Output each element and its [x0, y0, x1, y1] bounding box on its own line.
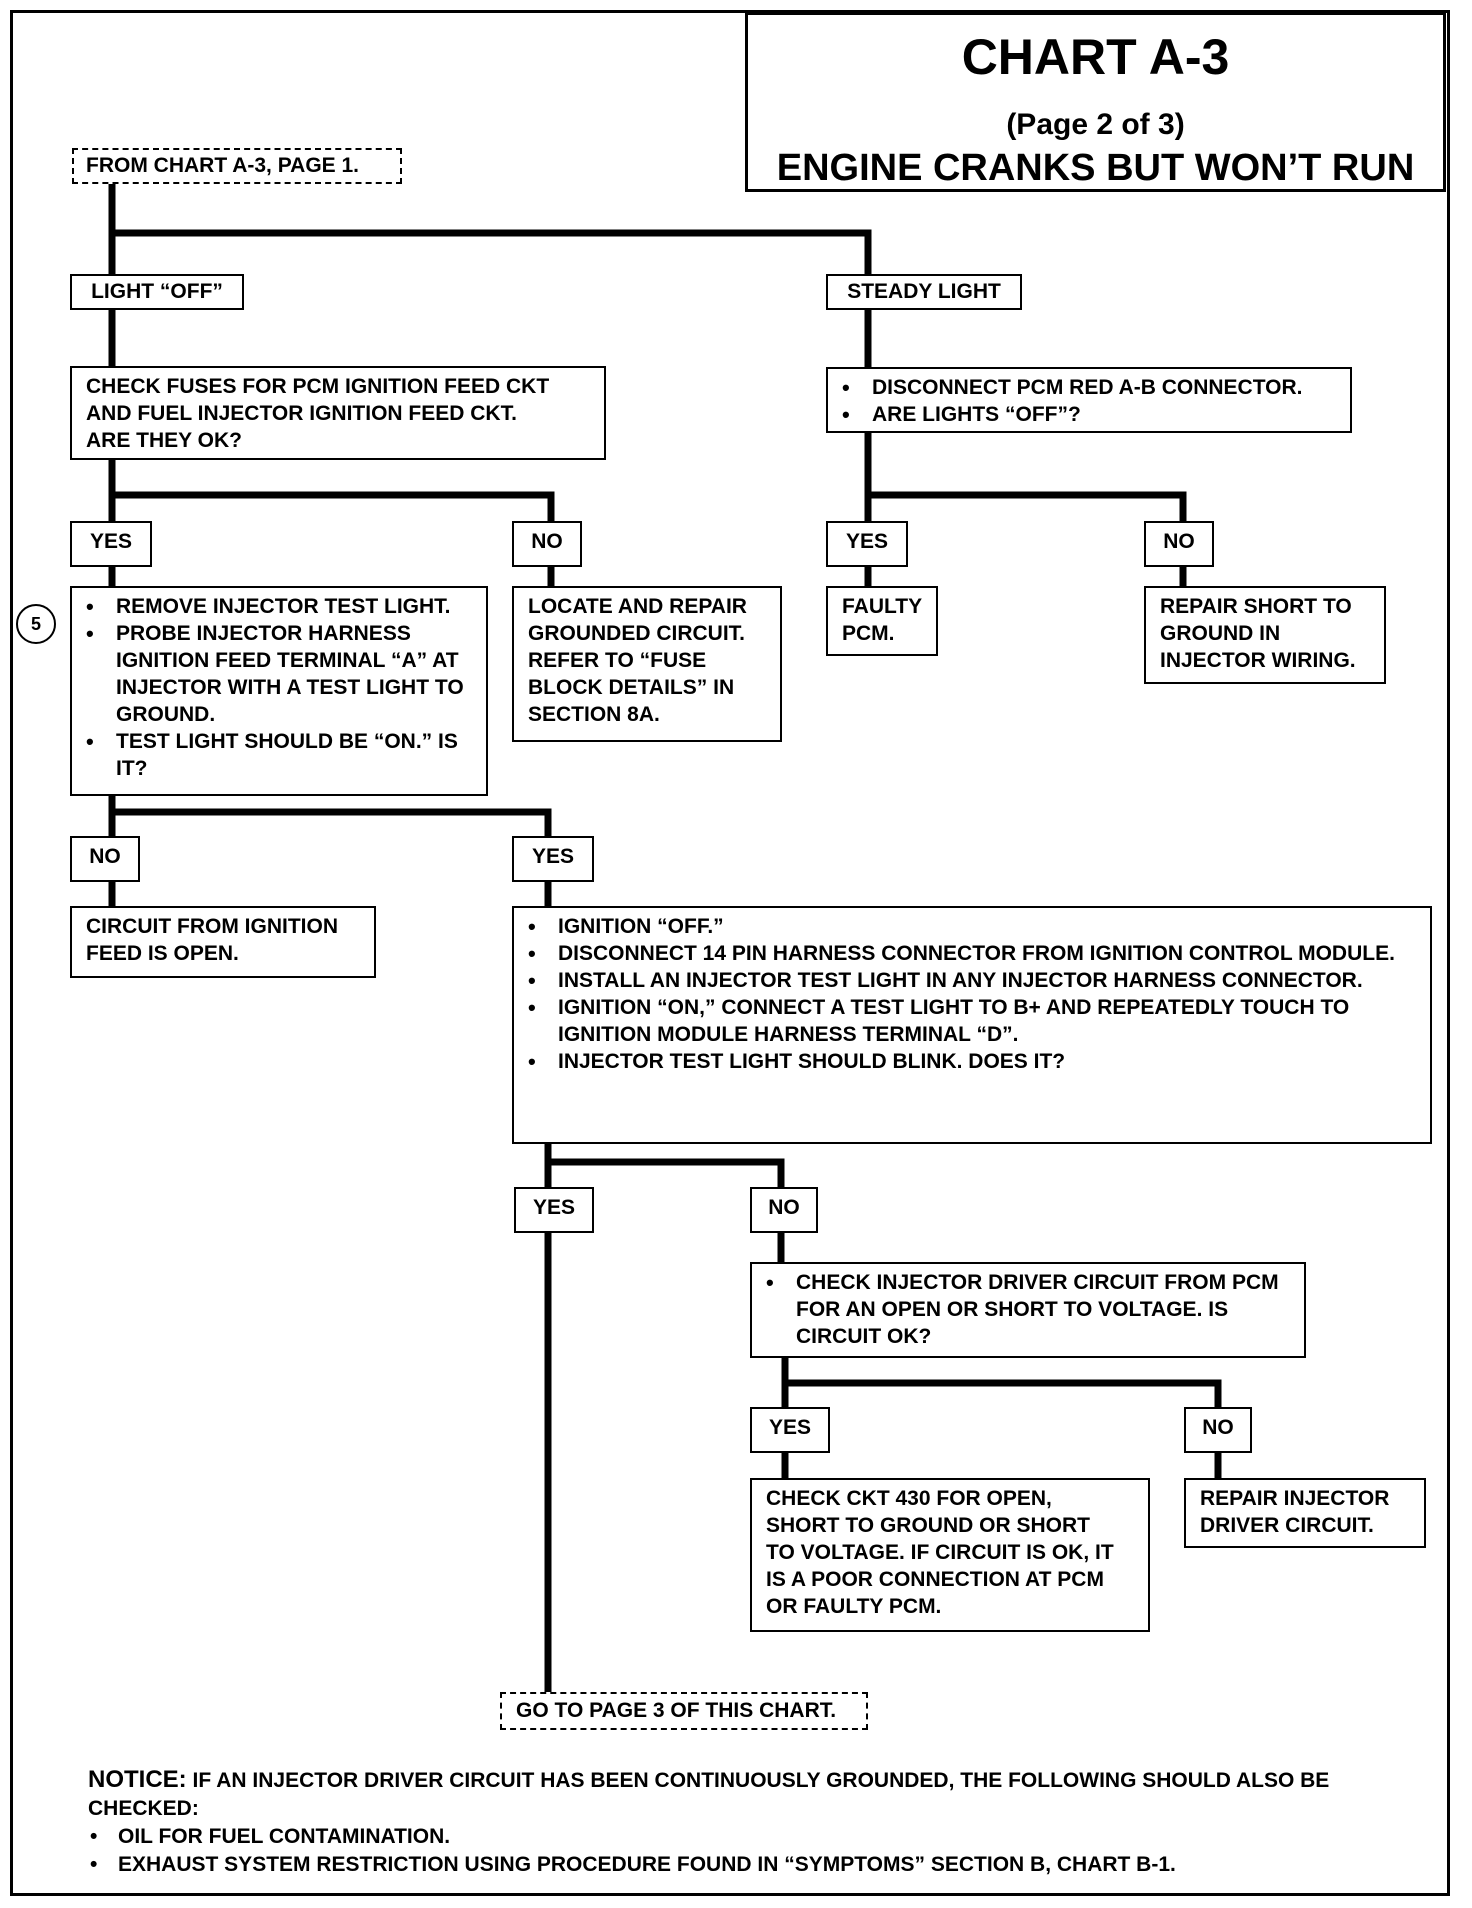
- step-line: FEED IS OPEN.: [86, 942, 239, 965]
- step-disconnect-pcm: DISCONNECT PCM RED A-B CONNECTOR. ARE LI…: [826, 367, 1352, 433]
- step-line: FAULTY: [842, 595, 923, 618]
- step-bullet: INSTALL AN INJECTOR TEST LIGHT IN ANY IN…: [528, 967, 1416, 994]
- branch-light-off: LIGHT “OFF”: [70, 274, 244, 310]
- branch-no: NO: [70, 836, 140, 882]
- step-bullet: INJECTOR TEST LIGHT SHOULD BLINK. DOES I…: [528, 1048, 1416, 1075]
- step-line: CHECK FUSES FOR PCM IGNITION FEED CKT: [86, 375, 550, 398]
- step-line: INJECTOR WIRING.: [1160, 649, 1356, 672]
- notice-text: NOTICE: IF AN INJECTOR DRIVER CIRCUIT HA…: [88, 1766, 1408, 1823]
- notice-label: NOTICE:: [88, 1766, 187, 1793]
- chart-page-indicator: (Page 2 of 3): [1006, 108, 1185, 141]
- step-bullet: IGNITION “OFF.”: [528, 913, 1416, 940]
- branch-no: NO: [512, 521, 582, 567]
- result-circuit-open: CIRCUIT FROM IGNITION FEED IS OPEN.: [70, 906, 376, 978]
- branch-steady-light: STEADY LIGHT: [826, 274, 1022, 310]
- branch-yes: YES: [826, 521, 908, 567]
- result-repair-short: REPAIR SHORT TO GROUND IN INJECTOR WIRIN…: [1144, 586, 1386, 684]
- step-bullet: DISCONNECT PCM RED A-B CONNECTOR.: [842, 374, 1336, 401]
- step-line: CHECK CKT 430 FOR OPEN,: [766, 1487, 1052, 1510]
- branch-no: NO: [1184, 1407, 1252, 1453]
- start-reference: FROM CHART A-3, PAGE 1.: [72, 148, 402, 184]
- branch-yes: YES: [70, 521, 152, 567]
- step-bullet: IGNITION “ON,” CONNECT A TEST LIGHT TO B…: [528, 994, 1416, 1048]
- branch-no: NO: [750, 1187, 818, 1233]
- step-line: REFER TO “FUSE: [528, 649, 707, 672]
- step-ignition-off: IGNITION “OFF.” DISCONNECT 14 PIN HARNES…: [512, 906, 1432, 1144]
- step-line: ARE THEY OK?: [86, 429, 242, 452]
- step-line: REPAIR INJECTOR: [1200, 1487, 1390, 1510]
- notice-body: IF AN INJECTOR DRIVER CIRCUIT HAS BEEN C…: [88, 1769, 1330, 1820]
- step-line: GROUND IN: [1160, 622, 1281, 645]
- step-line: IS A POOR CONNECTION AT PCM: [766, 1568, 1104, 1591]
- branch-no: NO: [1144, 521, 1214, 567]
- branch-yes: YES: [512, 836, 594, 882]
- step-line: DRIVER CIRCUIT.: [1200, 1514, 1374, 1537]
- step-line: GROUNDED CIRCUIT.: [528, 622, 746, 645]
- notice-item: OIL FOR FUEL CONTAMINATION.: [90, 1823, 1408, 1851]
- result-faulty-pcm: FAULTY PCM.: [826, 586, 938, 656]
- chart-title: CHART A-3: [961, 29, 1230, 85]
- chart-title-box: CHART A-3 (Page 2 of 3) ENGINE CRANKS BU…: [745, 12, 1446, 192]
- step-line: TO VOLTAGE. IF CIRCUIT IS OK, IT: [766, 1541, 1114, 1564]
- step-bullet: ARE LIGHTS “OFF”?: [842, 401, 1336, 428]
- branch-yes: YES: [750, 1407, 830, 1453]
- step-line: BLOCK DETAILS” IN: [528, 676, 735, 699]
- branch-yes: YES: [514, 1187, 594, 1233]
- step-bullet: PROBE INJECTOR HARNESS IGNITION FEED TER…: [86, 620, 472, 728]
- step-line: SHORT TO GROUND OR SHORT: [766, 1514, 1090, 1537]
- step-line: REPAIR SHORT TO: [1160, 595, 1352, 618]
- notice-item: EXHAUST SYSTEM RESTRICTION USING PROCEDU…: [90, 1851, 1408, 1879]
- notice-section: NOTICE: IF AN INJECTOR DRIVER CIRCUIT HA…: [88, 1766, 1408, 1879]
- step-number-marker: 5: [16, 604, 56, 644]
- step-locate-repair: LOCATE AND REPAIR GROUNDED CIRCUIT. REFE…: [512, 586, 782, 742]
- chart-subtitle: ENGINE CRANKS BUT WON’T RUN: [776, 147, 1415, 189]
- step-line: AND FUEL INJECTOR IGNITION FEED CKT.: [86, 402, 517, 425]
- result-check-ckt430: CHECK CKT 430 FOR OPEN, SHORT TO GROUND …: [750, 1478, 1150, 1632]
- step-bullet: TEST LIGHT SHOULD BE “ON.” IS IT?: [86, 728, 472, 782]
- step-check-fuses: CHECK FUSES FOR PCM IGNITION FEED CKT AN…: [70, 366, 606, 460]
- result-repair-driver: REPAIR INJECTOR DRIVER CIRCUIT.: [1184, 1478, 1426, 1548]
- step-check-driver: CHECK INJECTOR DRIVER CIRCUIT FROM PCM F…: [750, 1262, 1306, 1358]
- step-line: CIRCUIT FROM IGNITION: [86, 915, 338, 938]
- step-line: LOCATE AND REPAIR: [528, 595, 747, 618]
- step-bullet: CHECK INJECTOR DRIVER CIRCUIT FROM PCM F…: [766, 1269, 1290, 1350]
- step-line: SECTION 8A.: [528, 703, 660, 726]
- page-frame: [10, 10, 1450, 1896]
- step-bullet: DISCONNECT 14 PIN HARNESS CONNECTOR FROM…: [528, 940, 1416, 967]
- step-line: OR FAULTY PCM.: [766, 1595, 942, 1618]
- end-reference: GO TO PAGE 3 OF THIS CHART.: [500, 1692, 868, 1730]
- step-bullet: REMOVE INJECTOR TEST LIGHT.: [86, 593, 472, 620]
- step-line: PCM.: [842, 622, 895, 645]
- step-remove-test-light: REMOVE INJECTOR TEST LIGHT. PROBE INJECT…: [70, 586, 488, 796]
